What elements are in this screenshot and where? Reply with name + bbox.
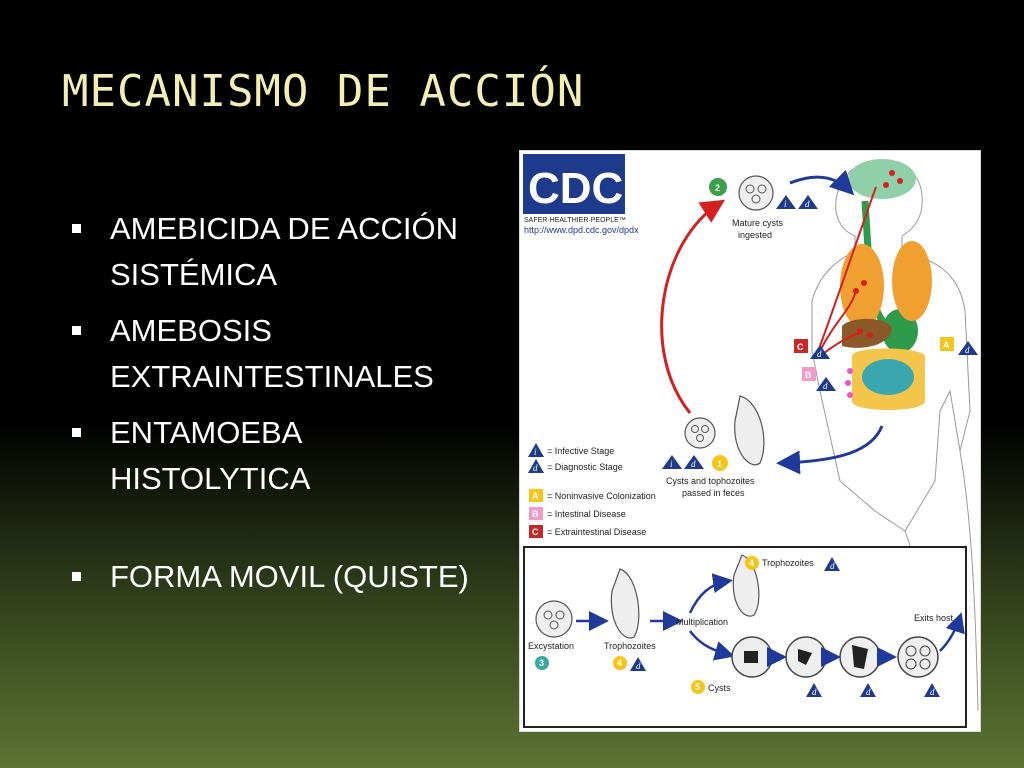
svg-text:C: C — [532, 527, 539, 537]
bullet-item: FORMA MOVIL (QUISTE) — [72, 554, 502, 600]
lung-left-shape — [840, 244, 884, 328]
svg-text:Cysts and tophozoites: Cysts and tophozoites — [666, 476, 755, 486]
cyst-icon — [738, 175, 774, 211]
step-number-badge — [535, 656, 549, 670]
life-cycle-figure: CDC SAFER·HEALTHIER·PEOPLE™ http://www.d… — [519, 150, 981, 732]
square-bullet-icon — [72, 326, 81, 335]
label-excystation: Excystation — [528, 641, 574, 651]
bullet-text: AMEBICIDA DE ACCIÓN SISTÉMICA — [110, 211, 458, 292]
bullet-list: AMEBICIDA DE ACCIÓN SISTÉMICA AMEBOSIS E… — [72, 206, 502, 610]
cyst-icon — [684, 417, 716, 449]
svg-text:d: d — [866, 687, 871, 697]
svg-text:3: 3 — [539, 658, 544, 668]
life-cycle-diagram: CDC SAFER·HEALTHIER·PEOPLE™ http://www.d… — [523, 154, 979, 728]
svg-text:ingested: ingested — [738, 230, 772, 240]
bullet-text: ENTAMOEBA HISTOLYTICA — [110, 415, 311, 496]
bullet-text: AMEBOSIS EXTRAINTESTINALES — [110, 313, 434, 394]
svg-text:B: B — [805, 370, 812, 380]
bullet-item: AMEBOSIS EXTRAINTESTINALES — [72, 308, 502, 400]
small-intestine-shape — [862, 359, 914, 395]
trophozoite-icon — [610, 568, 640, 639]
diagnostic-stage-badge — [798, 195, 818, 209]
liver-shape — [842, 318, 892, 348]
bullet-text: FORMA MOVIL (QUISTE) — [110, 559, 469, 594]
step-number-badge — [709, 178, 727, 196]
svg-text:B: B — [532, 509, 539, 519]
svg-text:A: A — [532, 491, 539, 501]
cycle-arrow — [776, 425, 884, 475]
square-bullet-icon — [72, 224, 81, 233]
cdc-logo: CDC — [523, 154, 625, 214]
noninvasive-badge — [940, 337, 954, 351]
svg-text:A: A — [943, 340, 950, 350]
inset-arrow — [939, 612, 965, 652]
svg-text:4: 4 — [617, 658, 622, 668]
svg-text:d: d — [805, 199, 810, 209]
legend-intestinal: = Intestinal Disease — [547, 509, 626, 519]
label-exits-host: Exits host — [914, 613, 954, 623]
legend-diagnostic: = Diagnostic Stage — [547, 462, 623, 472]
cyst-icon — [535, 600, 573, 638]
step-number-badge — [712, 455, 728, 471]
step-number-badge — [691, 680, 705, 694]
label-cysts: Cysts — [708, 683, 731, 693]
svg-text:i: i — [670, 459, 673, 469]
svg-text:1: 1 — [717, 459, 722, 469]
svg-text:Mature cysts: Mature cysts — [732, 218, 784, 228]
lung-right-shape — [892, 241, 932, 321]
cdc-logo-box — [523, 154, 625, 214]
svg-text:4: 4 — [749, 558, 754, 568]
intestinal-badge — [802, 367, 816, 381]
inset-box: Excystation 3 Trophozoites 4 d Multiplic… — [523, 546, 967, 728]
slide-title: MECANISMO DE ACCIÓN — [62, 66, 585, 117]
svg-text:d: d — [830, 561, 835, 571]
square-bullet-icon — [72, 572, 81, 581]
trophozoite-icon — [734, 395, 765, 466]
svg-text:d: d — [930, 687, 935, 697]
svg-text:d: d — [965, 345, 970, 355]
step-number-badge — [745, 556, 759, 570]
svg-text:d: d — [691, 459, 696, 469]
legend: i = Infective Stage d = Diagnostic Stage… — [528, 443, 656, 538]
label-trophozoites-top: Trophozoites — [762, 558, 814, 568]
legend-extraintestinal: = Extraintestinal Disease — [547, 527, 646, 537]
label-trophozoites-bottom: Trophozoites — [604, 641, 656, 651]
svg-text:d: d — [636, 661, 641, 671]
disease-badges: C d B d A d — [794, 337, 978, 391]
cdc-tagline: SAFER·HEALTHIER·PEOPLE™ — [524, 217, 626, 224]
inset-arrow — [689, 630, 735, 661]
svg-text:passed in feces: passed in feces — [682, 488, 745, 498]
cdc-url: http://www.dpd.cdc.gov/dpdx — [524, 225, 639, 235]
label-multiplication: Multiplication — [676, 617, 728, 627]
svg-text:i: i — [534, 447, 537, 457]
cycle-arrow — [660, 199, 726, 414]
bullet-item: ENTAMOEBA HISTOLYTICA — [72, 410, 502, 502]
step-2-mature-cysts: 2 i d Mature cysts ingested — [709, 175, 818, 240]
svg-text:d: d — [812, 687, 817, 697]
bullet-item: AMEBICIDA DE ACCIÓN SISTÉMICA — [72, 206, 502, 298]
svg-text:d: d — [817, 349, 822, 359]
legend-noninvasive: = Noninvasive Colonization — [547, 491, 656, 501]
cdc-logo-text: CDC — [528, 164, 623, 213]
extraintestinal-badge — [794, 339, 808, 353]
svg-text:5: 5 — [695, 682, 700, 692]
svg-text:i: i — [784, 199, 787, 209]
cycle-arrow — [789, 169, 855, 196]
square-bullet-icon — [72, 428, 81, 437]
svg-text:d: d — [533, 463, 538, 473]
svg-text:d: d — [823, 381, 828, 391]
cyst-stage-icon — [897, 636, 939, 678]
svg-text:C: C — [797, 342, 804, 352]
legend-infective: = Infective Stage — [547, 446, 614, 456]
step-1-passed-in-feces: i d 1 Cysts and tophozoites passed in fe… — [662, 395, 765, 498]
infective-stage-badge — [776, 195, 796, 209]
step-number-badge — [613, 656, 627, 670]
inset-arrow — [688, 573, 733, 614]
svg-text:2: 2 — [715, 183, 720, 193]
brain-shape — [848, 159, 916, 199]
